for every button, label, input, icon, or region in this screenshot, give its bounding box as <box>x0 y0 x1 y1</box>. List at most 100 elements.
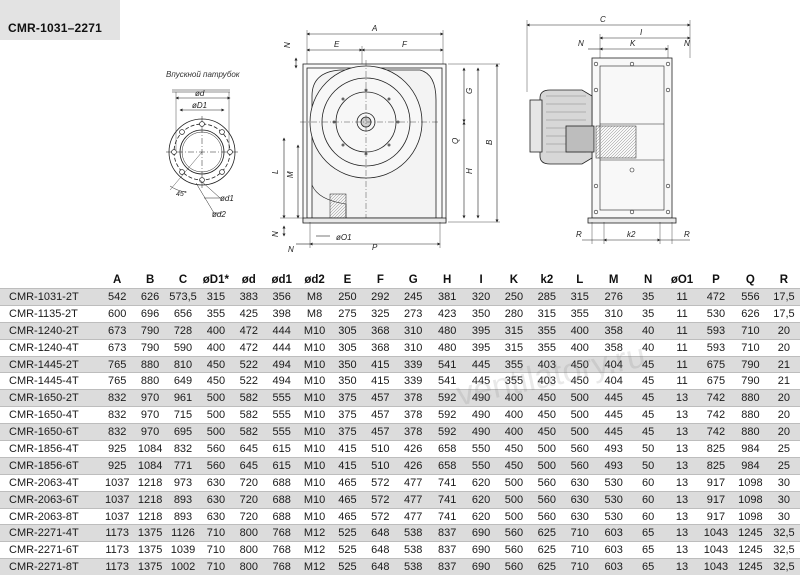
dimension-cell: 445 <box>596 389 632 407</box>
dimension-cell: 45 <box>631 372 666 390</box>
dimension-cell: 630 <box>199 473 233 492</box>
dimension-cell: 1043 <box>698 558 733 575</box>
dimension-cell: 500 <box>563 406 597 424</box>
dimension-cell: 11 <box>665 288 699 306</box>
dimension-cell: 620 <box>464 490 498 509</box>
dimension-cell: 525 <box>331 558 364 575</box>
dimension-cell: 893 <box>166 490 200 509</box>
dimension-cell: 383 <box>232 288 266 306</box>
technical-drawings: ød øD1 45° ød1 ød2 <box>166 15 691 254</box>
dimension-cell: 510 <box>363 456 397 475</box>
dimension-cell: 555 <box>265 389 299 407</box>
page-title: CMR-1031–2271 <box>8 21 102 35</box>
dimension-cell: 555 <box>265 406 299 424</box>
dimension-cell: 673 <box>100 321 134 340</box>
dimension-cell: 556 <box>732 288 768 306</box>
dimension-cell: 917 <box>698 473 733 492</box>
label-C: C <box>600 15 606 24</box>
dimension-cell: 572 <box>363 507 397 525</box>
dimension-cell: 500 <box>563 389 597 407</box>
dimension-cell: 415 <box>363 372 397 390</box>
dimension-cell: 572 <box>363 473 397 492</box>
dimension-cell: 742 <box>698 389 733 407</box>
dimension-cell: 60 <box>631 490 666 509</box>
dimension-cell: 305 <box>331 338 364 357</box>
dimension-cell: 350 <box>464 304 498 323</box>
dimension-cell: 494 <box>265 355 299 373</box>
dimension-cell: 355 <box>530 338 564 357</box>
model-name-cell: CMR-1445-2T <box>0 355 101 373</box>
dimension-cell: 35 <box>631 288 666 306</box>
dimension-cell: 472 <box>232 321 266 340</box>
dimension-cell: M8 <box>298 304 331 323</box>
dimension-cell: 1126 <box>166 524 200 542</box>
dimension-cell: 280 <box>497 304 531 323</box>
dimension-cell: M10 <box>298 423 331 441</box>
dimension-cell: 13 <box>665 473 699 492</box>
dimension-cell: 1043 <box>698 524 733 542</box>
dimension-cell: 11 <box>665 338 699 357</box>
dimension-cell: 555 <box>265 423 299 441</box>
label-P: P <box>372 243 378 252</box>
dimension-cell: 415 <box>331 456 364 475</box>
label-A: A <box>371 24 377 33</box>
dimension-cell: 1084 <box>133 456 167 475</box>
dimension-cell: 880 <box>133 355 167 373</box>
dimension-cell: 25 <box>767 440 800 458</box>
dimension-cell: 13 <box>665 389 699 407</box>
model-name-cell: CMR-2063-4T <box>0 473 101 492</box>
dimension-cell: 50 <box>631 456 666 475</box>
dimension-cell: 800 <box>232 558 266 575</box>
dimension-cell: 60 <box>631 473 666 492</box>
dimension-cell: 350 <box>331 372 364 390</box>
dimension-cell: 415 <box>363 355 397 373</box>
dimension-cell: M10 <box>298 355 331 373</box>
dimension-cell: 710 <box>563 541 597 559</box>
dimension-cell: 444 <box>265 321 299 340</box>
dimension-cell: 445 <box>464 372 498 390</box>
dimension-cell: 450 <box>530 389 564 407</box>
dimension-cell: 688 <box>265 490 299 509</box>
dimension-cell: 50 <box>631 440 666 458</box>
dimension-cell: 625 <box>530 558 564 575</box>
dimension-cell: 404 <box>596 372 632 390</box>
dimension-cell: 620 <box>464 507 498 525</box>
dimension-cell: 395 <box>464 321 498 340</box>
dimension-cell: 404 <box>596 355 632 373</box>
dimension-cell: 445 <box>596 406 632 424</box>
dimension-cell: M10 <box>298 389 331 407</box>
dimension-cell: 742 <box>698 423 733 441</box>
dimension-cell: 355 <box>497 355 531 373</box>
dimension-cell: 560 <box>530 507 564 525</box>
dimension-cell: 560 <box>497 541 531 559</box>
dimension-cell: 538 <box>396 524 430 542</box>
dimension-cell: 1375 <box>133 541 167 559</box>
dimension-cell: 673 <box>100 338 134 357</box>
model-name-cell: CMR-1650-6T <box>0 423 101 441</box>
dimension-cell: 832 <box>100 389 134 407</box>
dimension-cell: 400 <box>497 389 531 407</box>
dimension-cell: 40 <box>631 321 666 340</box>
dimension-cell: 837 <box>429 541 465 559</box>
dimension-cell: 917 <box>698 507 733 525</box>
dimension-cell: 400 <box>563 338 597 357</box>
dimension-cell: 984 <box>732 456 768 475</box>
label-B: B <box>485 139 494 145</box>
dimension-cell: 720 <box>232 473 266 492</box>
dimension-cell: 970 <box>133 423 167 441</box>
model-name-cell: CMR-1650-2T <box>0 389 101 407</box>
dimension-cell: 832 <box>100 423 134 441</box>
dimension-cell: M12 <box>298 558 331 575</box>
label-N-right: N <box>684 39 690 48</box>
column-header: L <box>576 274 584 286</box>
column-header: N <box>643 274 653 286</box>
dimension-cell: 710 <box>732 338 768 357</box>
dimension-cell: 675 <box>698 372 733 390</box>
dimension-cell: 710 <box>732 321 768 340</box>
dimension-cell: 1375 <box>133 524 167 542</box>
dimension-cell: 13 <box>665 541 699 559</box>
